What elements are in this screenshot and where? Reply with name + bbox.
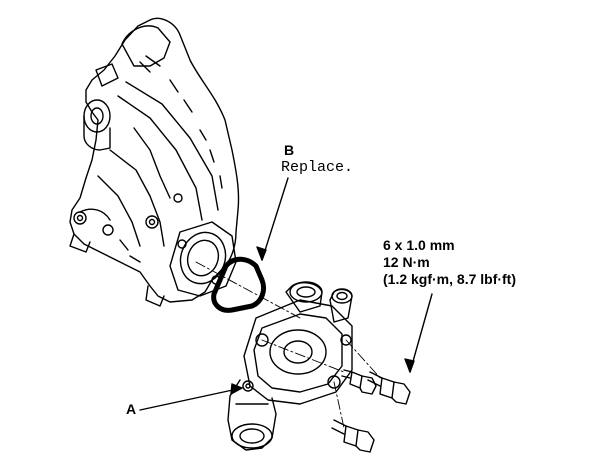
callout-a-letter: A (126, 401, 137, 417)
bolt-upper (341, 369, 377, 395)
phantom-lines (195, 261, 383, 429)
thermostat-housing (227, 281, 353, 451)
leader-spec (404, 293, 433, 373)
spec-torque-alt: (1.2 kgf·m, 8.7 lbf·ft) (383, 271, 517, 287)
callout-b-note: Replace. (281, 159, 354, 176)
engine-block-casting (69, 17, 240, 307)
callout-b-letter: B (284, 142, 295, 158)
bolt-middle (367, 371, 411, 405)
gasket-b (211, 256, 267, 313)
casting-outlet-flange (169, 221, 237, 297)
spec-torque-nm: 12 N·m (383, 254, 430, 270)
spec-bolt-size: 6 x 1.0 mm (383, 237, 455, 253)
leader-a (139, 383, 243, 411)
bolt-lower (331, 419, 375, 453)
leader-b (256, 177, 289, 261)
